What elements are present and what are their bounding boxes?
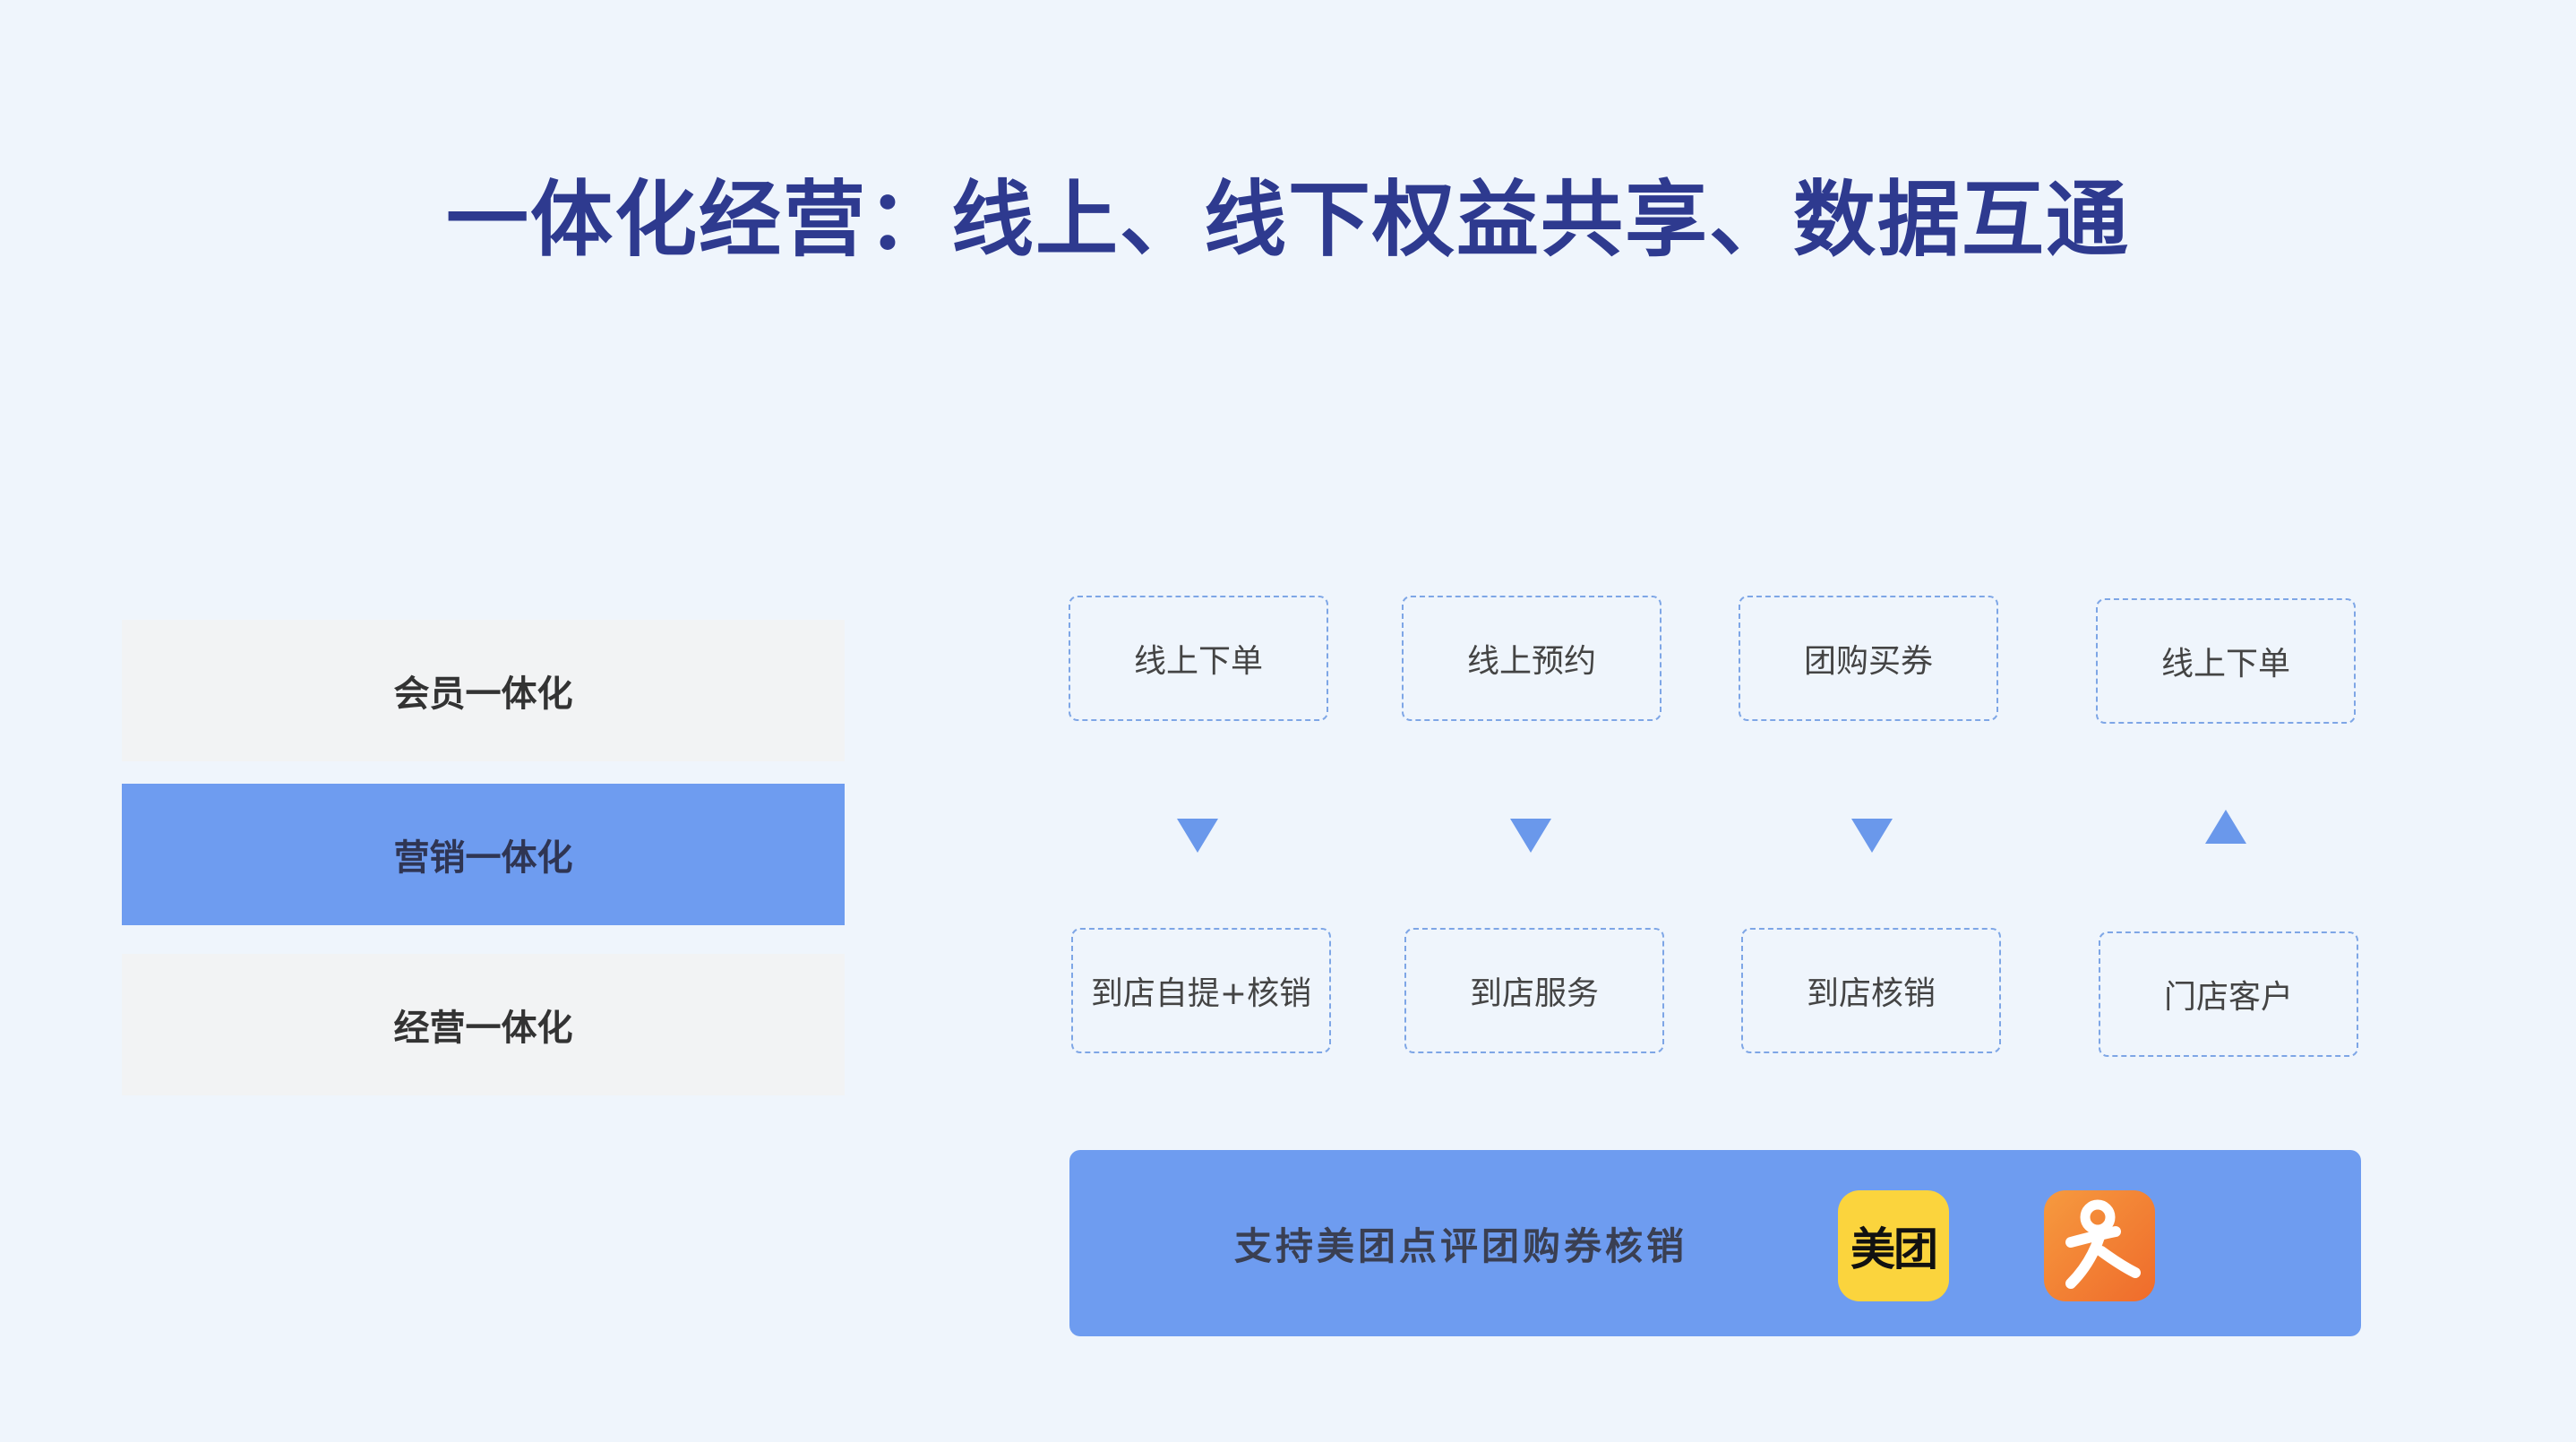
meituan-logo-icon: 美团 xyxy=(1838,1190,1949,1301)
support-banner: 支持美团点评团购券核销 美团 xyxy=(1069,1150,2361,1336)
flow-node-instore-verify: 到店核销 xyxy=(1741,928,2001,1053)
flow-node-online-order: 线上下单 xyxy=(1069,596,1328,721)
tab-label: 会员一体化 xyxy=(393,674,573,715)
arrow-down-icon xyxy=(1177,819,1218,853)
node-label: 线上下单 xyxy=(2160,646,2290,682)
arrow-down-icon xyxy=(1851,819,1893,853)
flow-node-instore-service: 到店服务 xyxy=(1404,928,1664,1053)
node-label: 线上下单 xyxy=(1133,643,1263,680)
dianping-figure-icon xyxy=(2065,1199,2141,1289)
flow-node-online-order-2: 线上下单 xyxy=(2096,598,2356,724)
support-text: 支持美团点评团购券核销 xyxy=(1234,1223,1688,1268)
node-label: 门店客户 xyxy=(2163,979,2293,1016)
node-label: 到店核销 xyxy=(1806,975,1936,1012)
node-label: 团购买券 xyxy=(1803,643,1933,680)
tab-label: 营销一体化 xyxy=(393,837,573,879)
tab-member-integration[interactable]: 会员一体化 xyxy=(122,620,845,761)
node-label: 到店自提+核销 xyxy=(1090,975,1312,1012)
tab-operation-integration[interactable]: 经营一体化 xyxy=(122,954,845,1095)
flow-node-online-booking: 线上预约 xyxy=(1402,596,1662,721)
tab-marketing-integration[interactable]: 营销一体化 xyxy=(122,784,845,925)
arrow-up-icon xyxy=(2205,810,2246,844)
arrow-down-icon xyxy=(1510,819,1551,853)
flow-node-store-customer: 门店客户 xyxy=(2099,931,2358,1057)
page-title: 一体化经营：线上、线下权益共享、数据互通 xyxy=(445,172,2130,268)
tab-label: 经营一体化 xyxy=(393,1008,573,1049)
node-label: 线上预约 xyxy=(1466,643,1596,680)
dianping-logo-icon xyxy=(2044,1190,2155,1301)
flow-node-group-buy: 团购买券 xyxy=(1739,596,1998,721)
meituan-logo-text: 美团 xyxy=(1850,1223,1938,1275)
flow-node-pickup-verify: 到店自提+核销 xyxy=(1071,928,1331,1053)
node-label: 到店服务 xyxy=(1469,975,1599,1012)
